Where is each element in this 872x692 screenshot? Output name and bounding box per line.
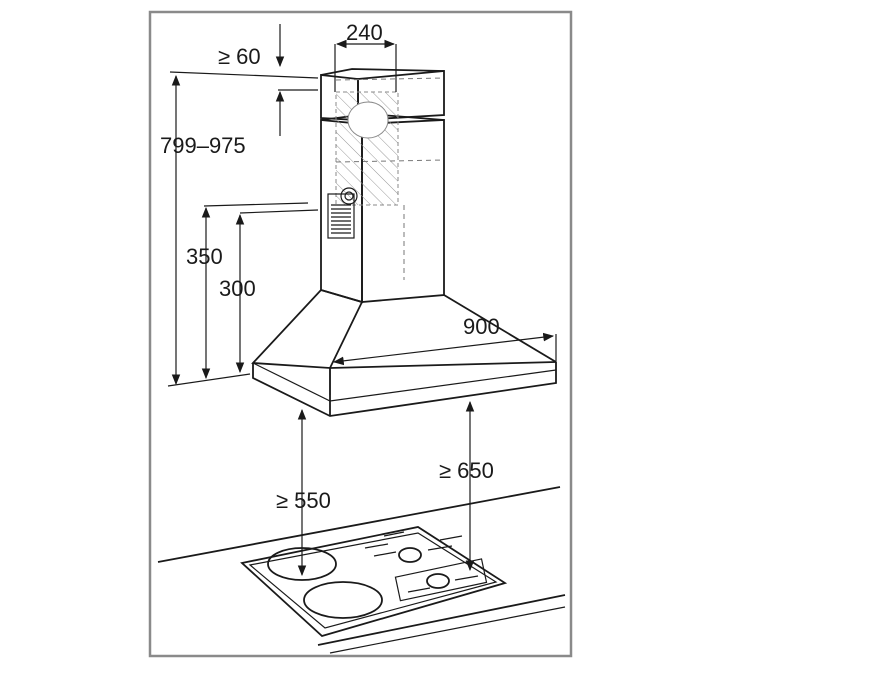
electric-burner-front [303, 581, 383, 619]
hidden-duct [335, 77, 445, 280]
label-hood-width: 900 [463, 314, 500, 339]
label-min-gas: ≥ 650 [439, 458, 494, 483]
countertop [157, 486, 566, 654]
outlet-grille [327, 193, 355, 239]
gas-burner-2 [426, 573, 450, 589]
diagram-frame [148, 10, 573, 658]
extension-lines [167, 44, 557, 395]
label-chimney-width: 240 [346, 20, 383, 45]
label-outlet-350: 350 [186, 244, 223, 269]
cooktop [240, 526, 508, 638]
dimension-arrows [171, 24, 555, 577]
hood-canopy [251, 288, 557, 417]
arrow-900 [332, 332, 555, 366]
label-outlet-300: 300 [219, 276, 256, 301]
gas-burner-1 [398, 547, 422, 563]
label-min-electric: ≥ 550 [276, 488, 331, 513]
label-chimney-height: 799–975 [160, 133, 246, 158]
label-ceiling-gap: ≥ 60 [218, 44, 261, 69]
